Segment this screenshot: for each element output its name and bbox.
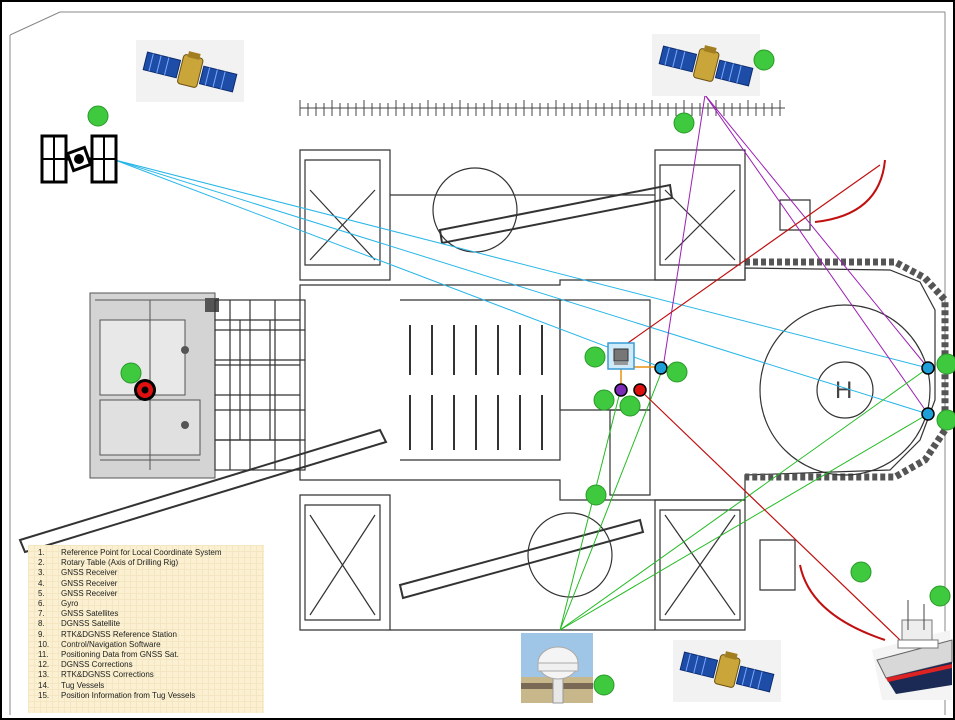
legend-item: 15.Position Information from Tug Vessels xyxy=(28,691,264,701)
gnss-receiver-3 xyxy=(655,362,667,374)
legend-item-number: 4. xyxy=(28,579,61,589)
legend-item-number: 8. xyxy=(28,619,61,629)
legend-item-number: 11. xyxy=(28,650,61,660)
marker-gnss-satellite xyxy=(88,106,108,126)
legend-item: 10.Control/Navigation Software xyxy=(28,640,264,650)
legend-item: 14.Tug Vessels xyxy=(28,681,264,691)
gnss-receiver-4 xyxy=(922,362,934,374)
marker-reference-point xyxy=(121,363,141,383)
legend-item: 2.Rotary Table (Axis of Drilling Rig) xyxy=(28,558,264,568)
marker-software xyxy=(585,347,605,367)
gyro-marker xyxy=(615,384,627,396)
marker-reference-station xyxy=(594,675,614,695)
legend-item-number: 10. xyxy=(28,640,61,650)
legend-item-text: DGNSS Corrections xyxy=(61,660,264,670)
reference-station-icon xyxy=(521,633,593,703)
satellite-image-bottom xyxy=(673,640,781,702)
legend-item-number: 6. xyxy=(28,599,61,609)
legend-item: 9.RTK&DGNSS Reference Station xyxy=(28,630,264,640)
marker-satellite-line xyxy=(674,113,694,133)
legend-item-text: DGNSS Satellite xyxy=(61,619,264,629)
navigation-software-box xyxy=(608,343,634,369)
legend-item-text: GNSS Receiver xyxy=(61,589,264,599)
legend-item: 5.GNSS Receiver xyxy=(28,589,264,599)
legend-item-number: 1. xyxy=(28,548,61,558)
legend-item-text: GNSS Receiver xyxy=(61,579,264,589)
legend-item-number: 3. xyxy=(28,568,61,578)
legend-item-number: 7. xyxy=(28,609,61,619)
legend-item-text: Rotary Table (Axis of Drilling Rig) xyxy=(61,558,264,568)
legend-item-text: GNSS Satellites xyxy=(61,609,264,619)
marker-receiver-3 xyxy=(667,362,687,382)
legend-item: 6.Gyro xyxy=(28,599,264,609)
legend-item-number: 2. xyxy=(28,558,61,568)
marker-receiver-4 xyxy=(937,354,955,374)
legend-item-number: 9. xyxy=(28,630,61,640)
marker-rotary-table xyxy=(620,396,640,416)
legend-item: 1.Reference Point for Local Coordinate S… xyxy=(28,548,264,558)
gnss-receiver-5 xyxy=(922,408,934,420)
marker-gyro xyxy=(594,390,614,410)
legend: 1.Reference Point for Local Coordinate S… xyxy=(28,545,264,713)
legend-item-number: 14. xyxy=(28,681,61,691)
legend-item: 3.GNSS Receiver xyxy=(28,568,264,578)
satellite-image-top-left xyxy=(136,40,244,102)
marker-tug-vessel xyxy=(930,586,950,606)
legend-item-text: GNSS Receiver xyxy=(61,568,264,578)
rotary-table-marker xyxy=(634,384,646,396)
legend-item: 4.GNSS Receiver xyxy=(28,579,264,589)
legend-item-text: Reference Point for Local Coordinate Sys… xyxy=(61,548,264,558)
legend-item-text: Gyro xyxy=(61,599,264,609)
legend-item-text: Position Information from Tug Vessels xyxy=(61,691,264,701)
legend-item-number: 5. xyxy=(28,589,61,599)
marker-receiver-5 xyxy=(937,410,955,430)
legend-item-number: 15. xyxy=(28,691,61,701)
marker-rtk-lines xyxy=(586,485,606,505)
marker-tug-lines xyxy=(851,562,871,582)
marker-dgnss-satellite xyxy=(754,50,774,70)
legend-item-text: Tug Vessels xyxy=(61,681,264,691)
svg-text:H: H xyxy=(835,377,852,404)
legend-item-number: 13. xyxy=(28,670,61,680)
legend-item: 12.DGNSS Corrections xyxy=(28,660,264,670)
legend-item-text: Control/Navigation Software xyxy=(61,640,264,650)
legend-item-text: RTK&DGNSS Reference Station xyxy=(61,630,264,640)
legend-item-number: 12. xyxy=(28,660,61,670)
legend-item: 13.RTK&DGNSS Corrections xyxy=(28,670,264,680)
legend-item: 7.GNSS Satellites xyxy=(28,609,264,619)
legend-item: 11.Positioning Data from GNSS Sat. xyxy=(28,650,264,660)
reference-point-marker xyxy=(134,379,156,401)
legend-item-text: RTK&DGNSS Corrections xyxy=(61,670,264,680)
legend-item: 8.DGNSS Satellite xyxy=(28,619,264,629)
dgnss-satellite-icon xyxy=(652,34,760,96)
legend-item-text: Positioning Data from GNSS Sat. xyxy=(61,650,264,660)
